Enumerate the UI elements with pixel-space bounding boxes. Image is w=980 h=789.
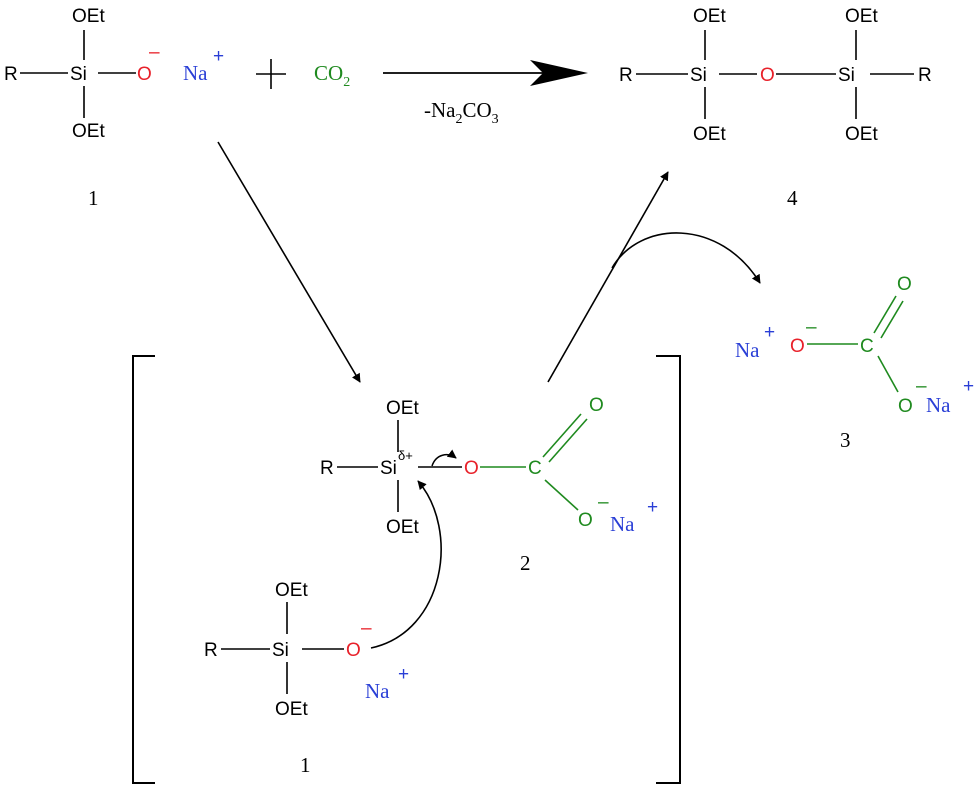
compound-number-2: 2 [520,551,531,575]
compound-number-3: 3 [840,428,851,452]
electron-push-arrow [431,449,457,467]
ethoxy-label: OEt [386,517,419,538]
negative-charge: – [806,317,817,338]
positive-charge: + [647,497,658,518]
positive-charge: + [398,664,409,685]
compound-1-silanolate: R Si OEt OEt O – Na + [4,6,224,142]
bond [877,355,899,393]
double-bond [880,300,904,339]
r-group-label: R [619,65,633,86]
arrow-to-product [547,171,669,383]
oxygen-label: O [898,396,913,417]
co2-label: CO2 [314,61,350,90]
r-group-label: R [320,458,334,479]
sodium-label: Na [365,679,390,703]
oxygen-label: O [897,274,912,295]
oxygen-label: O [137,64,152,85]
ethoxy-label: OEt [693,124,726,145]
r-group-label: R [918,65,932,86]
compound-1-attacking-silanolate: R Si OEt OEt O – Na + [204,580,409,720]
oxygen-label: O [790,336,805,357]
ethoxy-label: OEt [845,124,878,145]
carbon-label: C [528,458,542,479]
right-bracket [656,355,681,784]
silicon-label: Si [380,458,397,479]
ethoxy-label: OEt [275,699,308,720]
positive-charge: + [213,46,224,67]
compound-number-4: 4 [787,186,798,210]
bond [544,479,579,511]
main-reaction-arrow [383,60,588,86]
ethoxy-label: OEt [72,121,105,142]
compound-number-1-bottom: 1 [300,753,311,777]
double-bond [542,413,582,458]
negative-charge: – [361,618,372,639]
oxygen-label: O [346,640,361,661]
negative-charge: – [916,376,927,397]
positive-charge: + [963,376,974,397]
partial-positive-charge: δ+ [398,448,413,463]
sodium-label: Na [610,512,635,536]
compound-3-sodium-carbonate: Na + O – C O O – Na + [735,274,974,417]
ethoxy-label: OEt [693,6,726,27]
compound-4-disiloxane: R Si OEt OEt O Si OEt OEt R [619,6,932,145]
oxygen-bridge-label: O [760,65,775,86]
r-group-label: R [204,640,218,661]
arrow-to-intermediate [217,141,361,383]
arrow-to-carbonate [611,232,761,284]
silicon-label: Si [838,65,855,86]
double-bond [873,295,897,334]
silicon-label: Si [690,65,707,86]
sodium-label: Na [735,338,760,362]
compound-2-intermediate: R Si δ+ OEt OEt O C O O – Na + [320,395,658,538]
byproduct-label: -Na2CO3 [424,98,499,127]
oxygen-label: O [578,510,593,531]
silicon-label: Si [70,64,87,85]
sodium-label: Na [183,61,208,85]
silicon-label: Si [272,640,289,661]
ethoxy-label: OEt [275,580,308,601]
negative-charge: – [149,42,160,63]
negative-charge: – [598,492,609,513]
compound-number-1: 1 [88,186,99,210]
oxygen-label: O [464,458,479,479]
positive-charge: + [764,322,775,343]
plus-sign [256,59,286,89]
ethoxy-label: OEt [72,6,105,27]
ethoxy-label: OEt [845,6,878,27]
oxygen-label: O [589,395,604,416]
left-bracket [132,355,155,784]
nucleophilic-attack-arrow [370,480,442,649]
r-group-label: R [4,64,18,85]
carbon-label: C [860,336,874,357]
ethoxy-label: OEt [386,398,419,419]
double-bond [548,418,588,463]
sodium-label: Na [926,393,951,417]
